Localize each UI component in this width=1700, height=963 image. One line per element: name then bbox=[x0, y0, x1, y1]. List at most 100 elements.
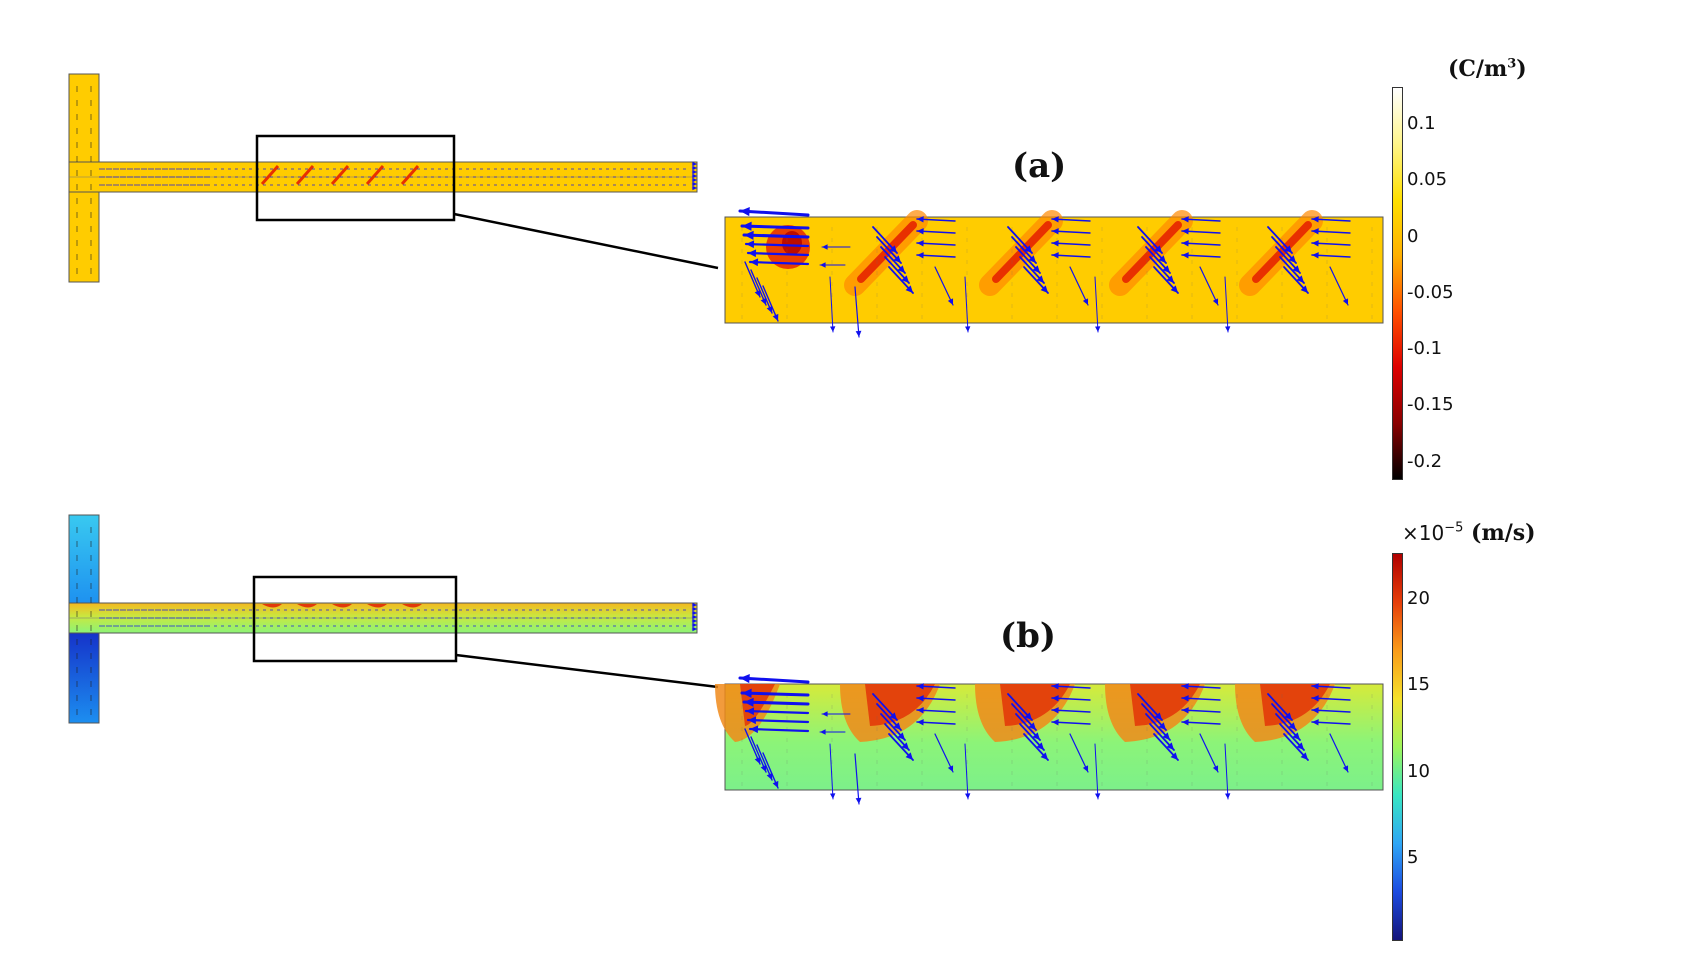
velocity-arrow bbox=[742, 700, 810, 706]
velocity-arrow bbox=[829, 743, 834, 800]
colorbar-tick: -0.2 bbox=[1407, 451, 1443, 472]
arrow-head bbox=[897, 265, 905, 273]
arrow-head bbox=[889, 712, 897, 720]
velocity-arrow bbox=[1069, 266, 1089, 306]
arrow-head bbox=[748, 249, 757, 258]
velocity-arrow bbox=[748, 727, 810, 733]
colorbar-tick: 20 bbox=[1407, 588, 1430, 609]
arrow-head bbox=[1032, 265, 1040, 273]
arrow-head bbox=[1312, 252, 1319, 259]
hot-spot bbox=[332, 604, 352, 608]
arrow-head bbox=[748, 716, 757, 725]
arrow-head bbox=[897, 732, 905, 740]
charge-streak bbox=[857, 221, 917, 283]
arrow-head bbox=[1052, 683, 1059, 690]
velocity-arrow bbox=[1224, 276, 1229, 333]
arrow-head bbox=[1095, 793, 1101, 799]
arrow-head bbox=[1154, 245, 1162, 253]
arrow-head bbox=[1036, 742, 1044, 750]
arrow-head bbox=[1166, 275, 1174, 283]
arrow-head bbox=[766, 305, 773, 313]
arrow-head bbox=[772, 780, 779, 788]
colorbar-tick: 0.05 bbox=[1407, 169, 1448, 190]
arrow-head bbox=[1052, 216, 1059, 223]
arrow-head bbox=[822, 711, 828, 717]
colorbar-unit-b: ×10−5 (m/s) bbox=[1402, 520, 1536, 546]
arrow-head bbox=[1312, 228, 1319, 235]
arrow-head bbox=[820, 729, 826, 735]
arrow-head bbox=[692, 181, 697, 187]
arrow-head bbox=[1162, 265, 1170, 273]
colorbar-tick: 5 bbox=[1407, 847, 1419, 868]
arrow-head bbox=[1158, 722, 1166, 730]
colorbar-tick: -0.05 bbox=[1407, 282, 1454, 303]
arrow-head bbox=[692, 614, 697, 620]
arrow-head bbox=[1312, 707, 1319, 714]
charge-streak bbox=[400, 165, 420, 185]
arrow-head bbox=[692, 165, 697, 171]
arrow-head bbox=[893, 255, 901, 263]
arrow-head bbox=[947, 298, 954, 305]
velocity-arrow bbox=[934, 733, 954, 773]
arrow-head bbox=[1158, 255, 1166, 263]
arrow-head bbox=[692, 626, 697, 632]
arrow-head bbox=[822, 244, 828, 250]
velocity-arrow bbox=[740, 691, 810, 697]
charge-streak bbox=[330, 165, 350, 185]
arrow-head bbox=[917, 240, 924, 247]
arrow-head bbox=[1052, 719, 1059, 726]
arrow-head bbox=[1154, 712, 1162, 720]
arrow-head bbox=[830, 326, 836, 332]
arrow-head bbox=[1024, 712, 1032, 720]
velocity-arrow bbox=[964, 743, 969, 800]
arrow-head bbox=[692, 610, 697, 616]
arrow-head bbox=[742, 688, 752, 698]
arrow-head bbox=[692, 622, 697, 628]
arrow-head bbox=[1182, 228, 1189, 235]
arrow-head bbox=[1032, 732, 1040, 740]
arrow-head bbox=[917, 683, 924, 690]
zoom-connector bbox=[453, 212, 719, 270]
arrow-head bbox=[740, 206, 750, 217]
arrow-head bbox=[766, 772, 773, 780]
arrow-head bbox=[1312, 719, 1319, 726]
colorbar-tick: 0 bbox=[1407, 226, 1419, 247]
arrow-head bbox=[1052, 228, 1059, 235]
arrow-head bbox=[1296, 275, 1304, 283]
arrow-head bbox=[1300, 752, 1308, 760]
arrow-head bbox=[740, 673, 750, 684]
hot-spot bbox=[262, 604, 282, 608]
arrow-head bbox=[1342, 765, 1349, 772]
arrow-head bbox=[1036, 275, 1044, 283]
arrow-head bbox=[1162, 732, 1170, 740]
arrow-head bbox=[692, 177, 697, 183]
arrow-head bbox=[1182, 695, 1189, 702]
arrow-head bbox=[1028, 255, 1036, 263]
arrow-head bbox=[830, 793, 836, 799]
arrow-head bbox=[760, 297, 767, 305]
arrow-head bbox=[917, 695, 924, 702]
arrow-head bbox=[905, 752, 913, 760]
arrow-head bbox=[855, 330, 862, 337]
velocity-arrow bbox=[1224, 743, 1229, 800]
arrow-head bbox=[1182, 240, 1189, 247]
arrow-head bbox=[1052, 707, 1059, 714]
arrow-head bbox=[1182, 719, 1189, 726]
charge-streak bbox=[1122, 221, 1182, 283]
arrow-head bbox=[917, 216, 924, 223]
arrow-head bbox=[692, 602, 697, 608]
arrow-head bbox=[692, 606, 697, 612]
arrow-head bbox=[1052, 695, 1059, 702]
arrow-head bbox=[1288, 255, 1296, 263]
arrow-head bbox=[1028, 722, 1036, 730]
velocity-arrow bbox=[738, 209, 810, 217]
arrow-head bbox=[1296, 742, 1304, 750]
arrow-head bbox=[820, 262, 826, 268]
arrow-head bbox=[947, 765, 954, 772]
inset-box bbox=[252, 575, 458, 663]
arrow-head bbox=[917, 252, 924, 259]
colorbar-tick: 15 bbox=[1407, 674, 1430, 695]
arrow-head bbox=[750, 725, 759, 734]
inset-box bbox=[255, 134, 456, 222]
arrow-head bbox=[746, 240, 755, 249]
